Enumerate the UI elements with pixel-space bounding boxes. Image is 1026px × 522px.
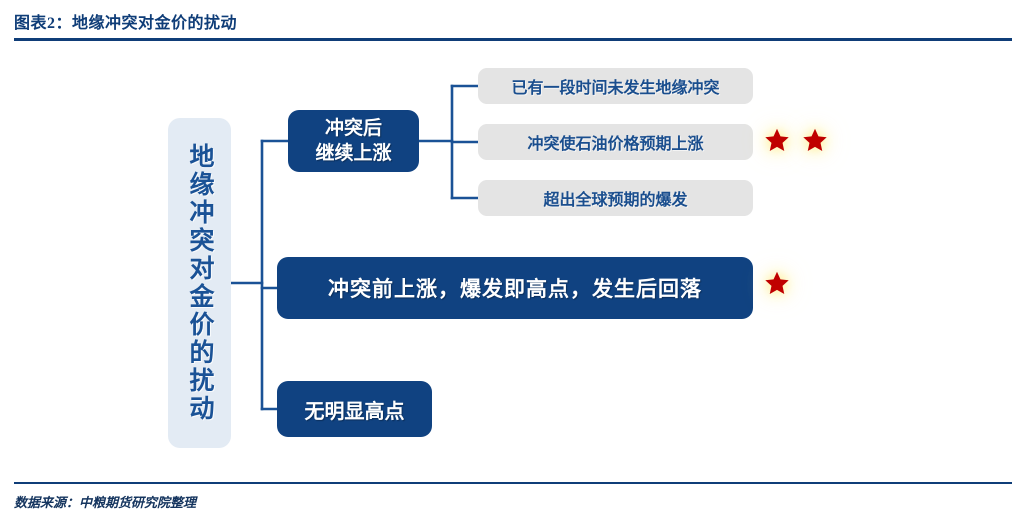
sub-node-label: 冲突使石油价格预期上涨 [527,136,704,153]
root-node-label: 地缘冲突对金价的扰动 [186,143,213,423]
sub-node-label: 已有一段时间未发生地缘冲突 [511,80,720,97]
root-node[interactable]: 地缘冲突对金价的扰动 [168,118,231,448]
star-icon [764,270,790,296]
sub-node-oil-price-expect-rise[interactable]: 冲突使石油价格预期上涨 [478,124,753,160]
page-title: 图表2：地缘冲突对金价的扰动 [14,15,238,32]
sub-node-beyond-global-expect[interactable]: 超出全球预期的爆发 [478,180,753,216]
star-icon [764,127,790,153]
source-note: 数据来源：中粮期货研究院整理 [14,495,197,510]
footer-divider [14,482,1012,484]
branch-node-rise-before-peak-fall[interactable]: 冲突前上涨，爆发即高点，发生后回落 [277,257,753,319]
diagram-canvas: 地缘冲突对金价的扰动 冲突后 继续上涨 已有一段时间未发生地缘冲突 冲突使石油价… [0,45,1026,477]
branch-label-line1: 冲突后 [324,117,382,139]
branch-label: 无明显高点 [304,400,405,423]
title-divider [14,38,1012,41]
branch-node-no-clear-peak[interactable]: 无明显高点 [277,381,432,437]
star-icon [802,127,828,153]
star-rating-oil-price [764,127,828,153]
sub-node-no-conflict-period[interactable]: 已有一段时间未发生地缘冲突 [478,68,753,104]
branch-node-continue-rise[interactable]: 冲突后 继续上涨 [288,110,419,172]
branch-label-line2: 继续上涨 [315,143,392,164]
star-rating-rise-before-peak-fall [764,270,790,296]
sub-node-label: 超出全球预期的爆发 [543,192,688,209]
branch-label: 冲突前上涨，爆发即高点，发生后回落 [328,277,702,301]
